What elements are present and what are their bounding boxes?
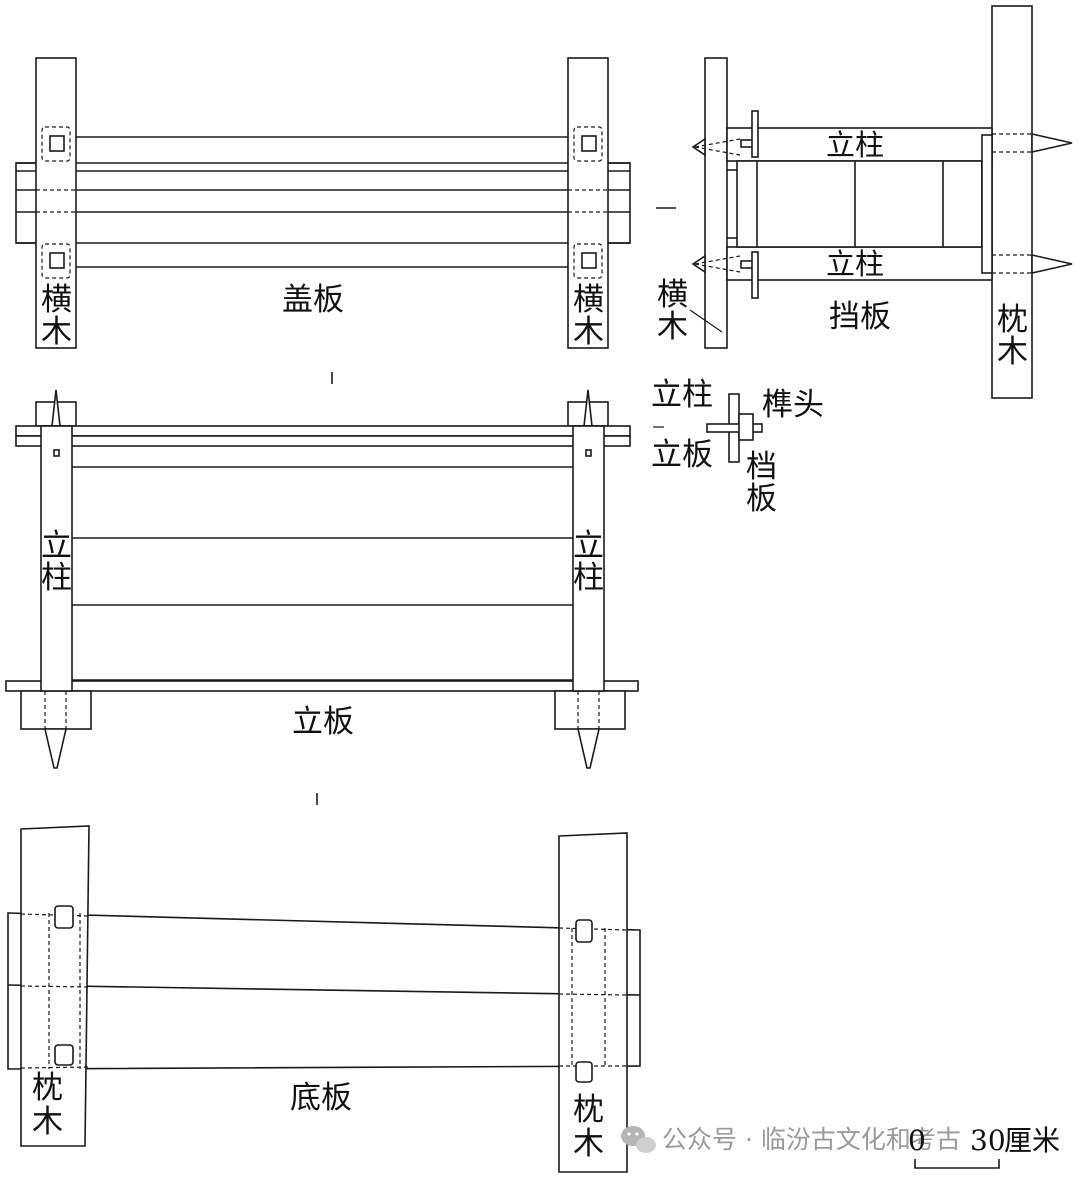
joint-detail: 立柱 榫头 立板 档 板 xyxy=(651,377,824,517)
front-planks xyxy=(72,466,573,681)
front-lid-edge xyxy=(15,425,631,437)
label-crossbeam-right-2: 木 xyxy=(573,314,604,350)
tenon-spike xyxy=(691,254,706,274)
front-post-right xyxy=(572,425,605,692)
bottom-pillow-right xyxy=(558,832,628,1173)
label-side-post-bottom: 立柱 xyxy=(826,247,884,281)
label-joint-post: 立柱 xyxy=(651,377,713,413)
watermark-text: 公众号 · 临汾古文化和考古 xyxy=(662,1125,961,1154)
side-post-bottom xyxy=(726,246,993,281)
label-side-pillow-1: 枕 xyxy=(997,302,1028,338)
label-bottom-pillow-left-1: 枕 xyxy=(32,1070,63,1106)
label-side-pillow-2: 木 xyxy=(997,334,1028,370)
joint-tenon xyxy=(738,413,754,441)
mortise-hole xyxy=(49,252,65,269)
peg xyxy=(751,251,759,299)
bottom-view: 枕 木 枕 木 底板 xyxy=(7,825,641,1173)
label-bottom-pillow-left-2: 木 xyxy=(32,1104,63,1140)
lid-crossbeam-left xyxy=(35,57,77,349)
label-side-post-top: 立柱 xyxy=(826,128,884,162)
post-bottom-spike xyxy=(576,728,601,769)
tenon-spike xyxy=(691,137,706,157)
post-top-spike xyxy=(583,389,593,427)
peg-hole xyxy=(585,449,592,457)
front-pillow-left xyxy=(20,690,92,730)
lid-end-right xyxy=(605,162,631,244)
lid-crossbeam-right xyxy=(567,57,609,349)
label-front-post-left-2: 柱 xyxy=(41,560,72,596)
wechat-icon xyxy=(621,1126,656,1153)
label-bottom-pillow-right-2: 木 xyxy=(573,1126,604,1162)
scale-max: 30 xyxy=(970,1124,1006,1157)
post-bottom-spike xyxy=(43,728,68,769)
mortise-hole xyxy=(581,135,597,152)
label-joint-baffle-1: 档 xyxy=(746,449,777,485)
peg xyxy=(751,110,759,158)
label-front-panel: 立板 xyxy=(292,704,354,740)
floor-board xyxy=(7,912,641,1070)
label-side-baffle: 挡板 xyxy=(829,299,891,335)
label-side-crossbeam-2: 木 xyxy=(657,309,688,345)
front-pillow-right xyxy=(554,690,626,730)
label-crossbeam-left-1: 横 xyxy=(41,282,72,318)
wedge xyxy=(54,905,74,929)
label-lid: 盖板 xyxy=(282,282,344,318)
tenon-spike xyxy=(1031,133,1073,153)
label-joint-panel: 立板 xyxy=(651,437,713,473)
side-crossbeam xyxy=(704,57,728,349)
label-front-post-left-1: 立 xyxy=(41,528,72,564)
label-side-crossbeam-1: 横 xyxy=(657,277,688,313)
label-bottom-pillow-right-1: 枕 xyxy=(573,1092,604,1128)
wedge xyxy=(575,919,593,943)
scale-bar: 0 30 厘米 xyxy=(908,1124,1060,1169)
scale-unit: 厘米 xyxy=(1004,1124,1060,1157)
label-crossbeam-right-1: 横 xyxy=(573,282,604,318)
front-bottom-board xyxy=(5,680,639,692)
watermark: 公众号 · 临汾古文化和考古 xyxy=(621,1125,961,1154)
lid-top-view: 横 木 横 木 盖板 xyxy=(15,57,631,350)
scale-zero: 0 xyxy=(908,1124,926,1157)
joint-panel xyxy=(706,423,763,433)
label-front-post-right-2: 柱 xyxy=(573,560,604,596)
side-view: 立柱 立柱 挡板 横 木 枕 木 xyxy=(657,5,1073,399)
label-crossbeam-left-2: 木 xyxy=(41,314,72,350)
lid-planks xyxy=(16,136,630,268)
label-joint-tenon: 榫头 xyxy=(762,387,824,423)
label-front-post-right-1: 立 xyxy=(573,528,604,564)
tenon-spike xyxy=(1031,254,1073,274)
side-baffle xyxy=(736,160,983,248)
post-top-spike xyxy=(51,389,61,427)
label-bottom-board: 底板 xyxy=(290,1080,352,1116)
peg-hole xyxy=(53,449,60,457)
mortise-hole xyxy=(49,135,65,152)
front-view: 立 柱 立 柱 立板 xyxy=(5,389,639,769)
label-joint-baffle-2: 板 xyxy=(746,481,777,517)
front-post-left xyxy=(40,425,73,692)
mortise-hole xyxy=(581,252,597,269)
wedge xyxy=(54,1044,74,1066)
scale-bar-line xyxy=(914,1159,1000,1169)
wedge xyxy=(575,1061,593,1083)
